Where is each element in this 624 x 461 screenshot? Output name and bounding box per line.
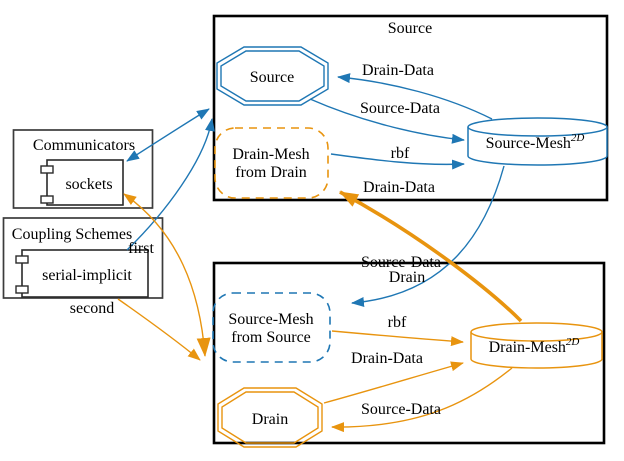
serial-implicit-label: serial-implicit (42, 267, 132, 284)
edge-source-read-drain-data (337, 73, 493, 120)
communicators-panel (12, 129, 154, 209)
edge-label-drain-mapping: rbf (388, 314, 407, 331)
edge-drain-write-drain-data (323, 361, 464, 404)
edge-label-source-mapping: rbf (391, 145, 410, 162)
node-drain-mesh-cylinder (470, 322, 603, 369)
participant-title-source: Source (388, 20, 432, 37)
edge-coupling-second (117, 298, 201, 361)
edge-label-drain-write: Drain-Data (351, 350, 423, 367)
communicators-box (12, 129, 154, 209)
node-source-actor (216, 46, 329, 106)
drain-mesh-label: Drain-Mesh2D (489, 336, 580, 356)
edge-exchange-drain-data (339, 190, 523, 323)
edge-coupling-first (126, 118, 215, 251)
edge-source-mapping-rbf (330, 153, 465, 170)
source-octagon-outer (216, 46, 329, 106)
received-mesh-label-line2: from Source (231, 329, 311, 346)
received-mesh-label-line1: Drain-Mesh (232, 146, 309, 163)
edge-drain-mapping-rbf (331, 330, 464, 347)
component-tab-icon (15, 285, 29, 294)
component-tab-icon (15, 255, 29, 264)
sockets-label: sockets (65, 176, 112, 193)
node-drain-actor (217, 387, 323, 448)
communicators-title: Communicators (33, 137, 135, 154)
coupling-schemes-title: Coupling Schemes (12, 226, 132, 243)
edge-label-source-write: Source-Data (360, 100, 440, 117)
received-mesh-label-line2: from Drain (235, 164, 307, 181)
drain-actor-label: Drain (252, 411, 288, 428)
component-tab-icon (40, 195, 54, 204)
edge-label-drain-read: Source-Data (361, 401, 441, 418)
edge-label-second: second (70, 300, 114, 317)
edge-label-exchange-source-data: Source-Data (361, 254, 441, 271)
edge-sockets-source (126, 108, 210, 162)
cylinder-rim (470, 331, 603, 342)
received-mesh-label-line1: Source-Mesh (228, 311, 313, 328)
edge-label-first: first (128, 240, 154, 257)
source-mesh-label: Source-Mesh2D (486, 132, 585, 152)
cylinder-rim (467, 126, 608, 137)
drain-octagon-outer (217, 387, 323, 448)
received-mesh-box-source-side (214, 127, 329, 199)
source-actor-label: Source (250, 69, 294, 86)
component-sockets (46, 159, 124, 206)
edge-sockets-drain (123, 193, 211, 357)
component-tab-icon (40, 165, 54, 174)
edge-label-exchange-drain-data: Drain-Data (363, 179, 435, 196)
node-source-mesh-cylinder (467, 117, 608, 166)
edge-exchange-source-data (351, 165, 505, 307)
participant-title-drain: Drain (389, 269, 425, 286)
participant-box-source (212, 14, 609, 202)
edge-source-write-source-data (309, 98, 465, 144)
source-octagon-inner (220, 50, 325, 102)
edge-drain-read-source-data (331, 367, 513, 433)
participant-box-drain (212, 261, 606, 445)
edge-label-source-read: Drain-Data (362, 62, 434, 79)
node-drain-mesh-from-drain (214, 127, 329, 199)
drain-octagon-inner (221, 391, 319, 444)
